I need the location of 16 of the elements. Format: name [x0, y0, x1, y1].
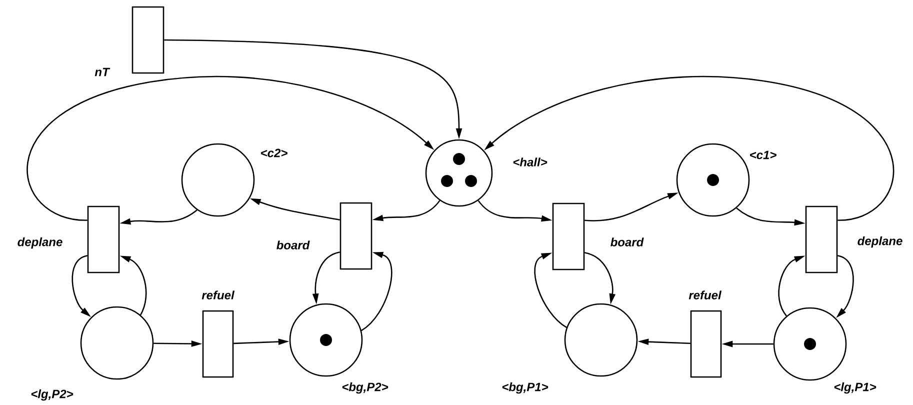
- node-label: deplane: [18, 237, 62, 249]
- node-label: <lg,P1>: [834, 382, 876, 394]
- node-label: <hall>: [513, 158, 548, 166]
- node-label: <lg,P2>: [31, 389, 74, 401]
- node-label: board: [276, 240, 310, 250]
- node-label: <c2>: [261, 148, 288, 158]
- arrow: [361, 252, 392, 332]
- node-label: <c1>: [750, 150, 776, 160]
- node-label: refuel: [688, 290, 722, 300]
- node-label: deplane: [858, 236, 902, 248]
- node-label: refuel: [202, 290, 235, 300]
- node-label: <bg,P2>: [342, 382, 388, 394]
- arrow: [534, 252, 567, 328]
- node-label: nT: [94, 68, 110, 76]
- node-label: <bg,P1>: [502, 382, 548, 394]
- node-label: board: [610, 238, 644, 246]
